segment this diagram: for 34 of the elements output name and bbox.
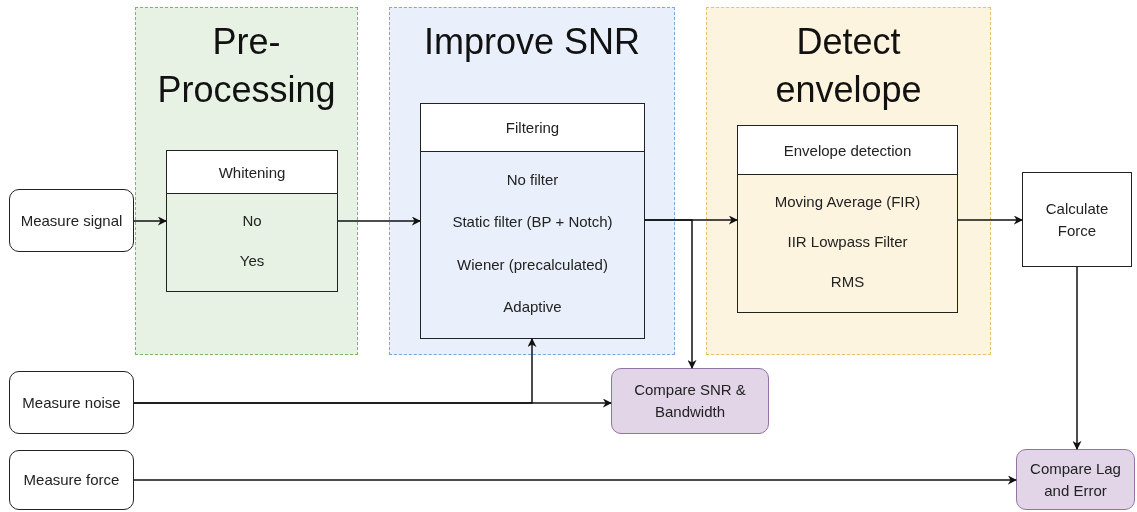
group-panel [706,7,991,355]
option-text: Moving Average (FIR) [773,191,922,212]
option-text: Static filter (BP + Notch) [451,212,614,233]
input-box: Measure noise [9,371,134,434]
options-table [737,125,958,313]
group-title: Pre- Processing [156,20,337,112]
input-box: Measure signal [9,189,134,252]
options-table [166,150,338,292]
input-box: Measure force [9,450,134,510]
option-text: Adaptive [502,297,563,318]
arrow [133,216,167,226]
table-header: Whitening [167,151,337,194]
option-text: IIR Lowpass Filter [786,232,909,252]
arrow [957,215,1023,225]
process-box: Calculate Force [1022,172,1132,267]
arrow [337,216,421,226]
table-header: Envelope detection [738,126,957,175]
option-text: No [241,210,263,231]
group-panel [389,7,675,355]
table-header: Filtering [421,104,644,152]
option-text: No filter [505,169,560,190]
comparison-box: Compare Lag and Error [1016,449,1135,510]
option-text: RMS [829,272,866,293]
arrow [133,398,612,408]
group-title: Improve SNR [423,20,641,64]
arrow [1072,266,1082,450]
group-panel [135,7,358,355]
arrow [133,475,1017,485]
arrow [644,219,697,369]
comparison-box: Compare SNR & Bandwidth [611,368,769,434]
option-text: Yes [238,251,266,272]
group-title: Detect envelope [774,20,923,112]
option-text: Wiener (precalculated) [456,254,609,275]
options-table [420,103,645,339]
